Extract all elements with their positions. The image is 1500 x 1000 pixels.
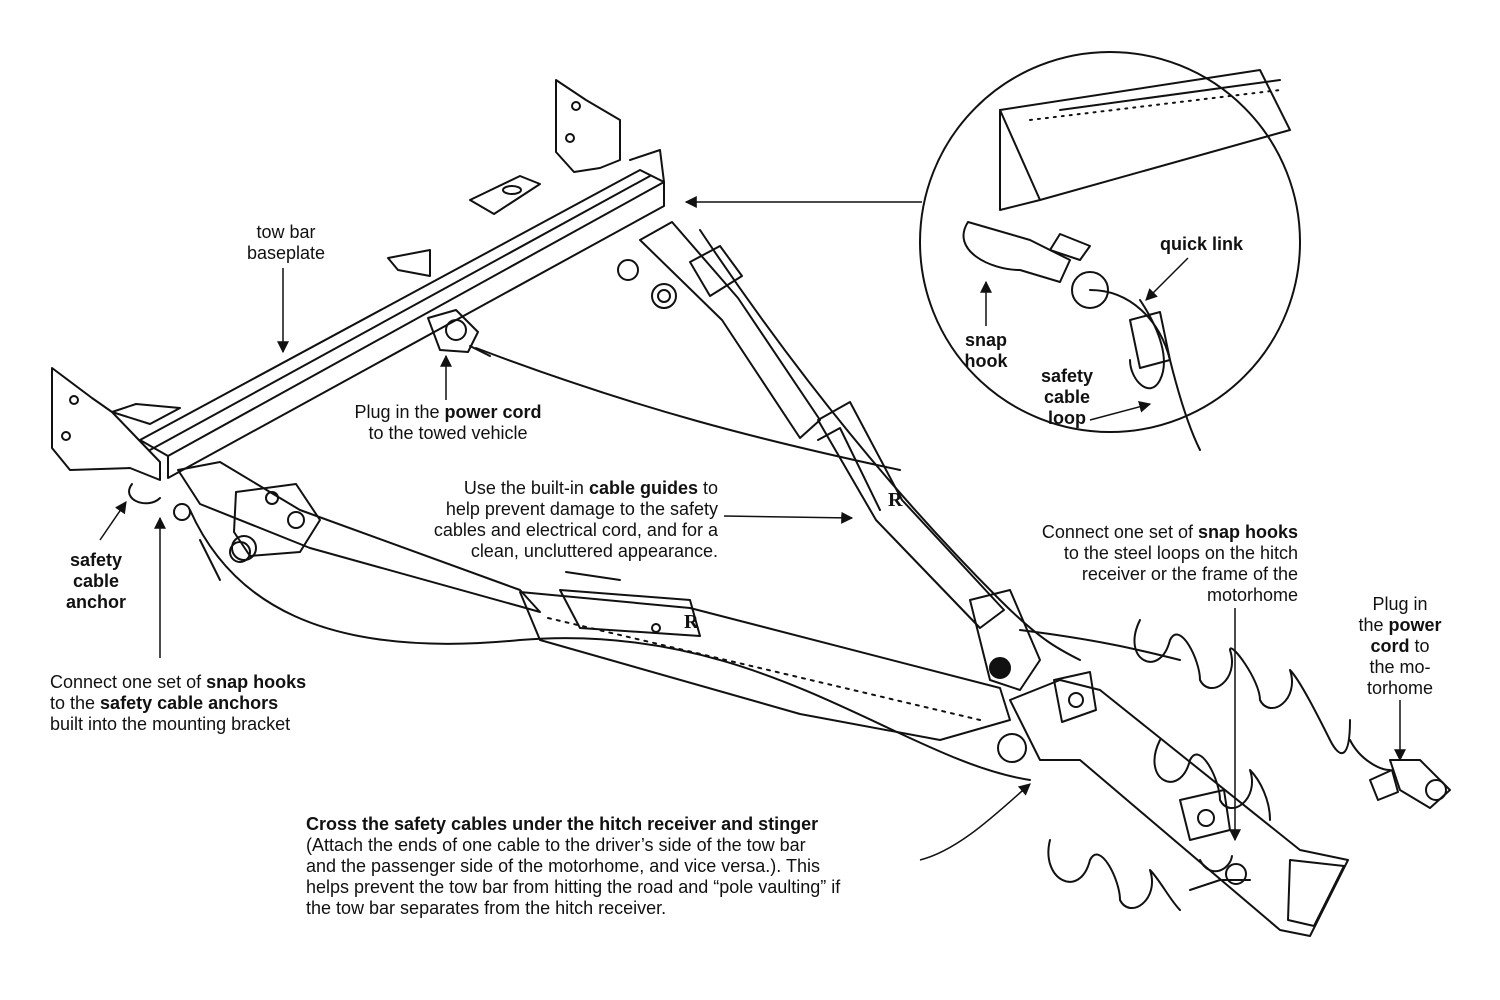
- label-line: Plug in the power cord: [326, 402, 570, 423]
- label-snap-hook: snap hook: [950, 330, 1022, 372]
- label-cross-cables: Cross the safety cables under the hitch …: [306, 814, 946, 919]
- baseplate-left-bracket: [51, 367, 161, 481]
- label-line: hook: [964, 351, 1008, 371]
- label-connect-anchors: Connect one set of snap hooks to the saf…: [50, 672, 370, 735]
- label-line: the mo-: [1369, 657, 1431, 677]
- label-line: snap: [964, 330, 1007, 350]
- label-text: Connect one set of: [50, 672, 207, 692]
- arrow-anchor: [99, 501, 127, 541]
- label-text: Plug in the: [354, 402, 445, 422]
- label-text: to: [1409, 636, 1430, 656]
- label-line: and the passenger side of the motorhome,…: [306, 856, 820, 876]
- detail-inset: [919, 51, 1301, 451]
- label-line: built into the mounting bracket: [50, 714, 291, 734]
- tube-tab-center: [387, 249, 431, 277]
- label-line: cable: [72, 571, 120, 591]
- label-line: torhome: [1366, 678, 1434, 698]
- tow-bar-upper-arm: R: [617, 221, 1041, 691]
- label-line: Use the built-in cable guides to: [368, 478, 718, 499]
- label-power-cord-motorhome: Plug in the power cord to the mo- torhom…: [1340, 594, 1460, 699]
- label-line: anchor: [65, 592, 126, 612]
- hitch-receiver: [997, 671, 1349, 937]
- label-line: clean, uncluttered appearance.: [470, 541, 718, 561]
- svg-text:R: R: [888, 489, 903, 511]
- svg-text:R: R: [684, 611, 699, 633]
- label-bold: snap hooks: [206, 672, 307, 692]
- baseplate-right-bracket: [555, 79, 621, 173]
- tube-tab-left: [111, 403, 181, 425]
- label-cable-guides: Use the built-in cable guides to help pr…: [368, 478, 718, 562]
- label-bold: cord: [1370, 636, 1410, 656]
- label-line: (Attach the ends of one cable to the dri…: [306, 835, 806, 855]
- snap-hooks-hitch: [1189, 855, 1251, 891]
- arrow-quick-link: [1145, 257, 1189, 301]
- label-line: cord to: [1340, 636, 1460, 657]
- label-text: to: [697, 478, 718, 498]
- label-line: to the safety cable anchors: [50, 693, 370, 714]
- label-text: Connect one set of: [1041, 522, 1198, 542]
- label-line: safety: [1040, 366, 1094, 386]
- label-text: Use the built-in: [463, 478, 589, 498]
- label-text: to the: [50, 693, 101, 713]
- label-line: to the towed vehicle: [368, 423, 528, 443]
- label-line: loop: [1048, 408, 1086, 428]
- label-tow-bar-baseplate: tow bar baseplate: [226, 222, 346, 264]
- label-line: Plug in: [1372, 594, 1428, 614]
- label-connect-loops: Connect one set of snap hooks to the ste…: [980, 522, 1298, 606]
- label-bold: cable guides: [588, 478, 698, 498]
- tow-bar-lower-arm: R: [177, 461, 1011, 741]
- label-line: helps prevent the tow bar from hitting t…: [306, 877, 841, 897]
- label-line: tow bar: [256, 222, 316, 242]
- label-quick-link: quick link: [1160, 234, 1244, 254]
- label-bold: power cord: [444, 402, 542, 422]
- label-power-cord-vehicle: Plug in the power cord to the towed vehi…: [326, 402, 570, 444]
- arrow-cable-guides: [723, 511, 854, 524]
- label-line: Cross the safety cables under the hitch …: [306, 814, 946, 835]
- snap-hooks-baseplate: [128, 483, 251, 581]
- arrow-cable-loop: [1089, 400, 1152, 421]
- coiled-power-cord: [1047, 619, 1391, 911]
- label-line: Connect one set of snap hooks: [50, 672, 370, 693]
- label-safety-cable-loop: safety cable loop: [1026, 366, 1108, 429]
- label-line: cables and electrical cord, and for a: [433, 520, 718, 540]
- power-plug-motorhome: [1369, 759, 1451, 809]
- tube-tab-mid: [469, 175, 541, 215]
- label-bold: safety cable anchors: [100, 693, 279, 713]
- label-text: the: [1358, 615, 1389, 635]
- label-bold: Cross the safety cables under the hitch …: [306, 814, 819, 834]
- power-cord-line: [475, 347, 901, 471]
- label-bold: snap hooks: [1197, 522, 1298, 542]
- safety-cable-left: [189, 509, 1031, 781]
- label-line: baseplate: [246, 243, 326, 263]
- label-line: the tow bar separates from the hitch rec…: [306, 898, 667, 918]
- label-safety-cable-anchor: safety cable anchor: [46, 550, 146, 613]
- power-socket-vehicle: [427, 309, 491, 357]
- baseplate-cross-tube: [139, 149, 665, 479]
- safety-cable-right: [699, 229, 1081, 661]
- label-line: Connect one set of snap hooks: [980, 522, 1298, 543]
- label-line: cable: [1043, 387, 1091, 407]
- label-line: the power: [1340, 615, 1460, 636]
- arrow-cross-cables: [919, 783, 1031, 861]
- label-line: safety: [69, 550, 123, 570]
- label-line: receiver or the frame of the: [1081, 564, 1298, 584]
- power-cord-lower: [1019, 629, 1181, 661]
- label-line: to the steel loops on the hitch: [1063, 543, 1298, 563]
- label-line: help prevent damage to the safety: [445, 499, 718, 519]
- label-line: motorhome: [1206, 585, 1298, 605]
- label-bold: power: [1388, 615, 1442, 635]
